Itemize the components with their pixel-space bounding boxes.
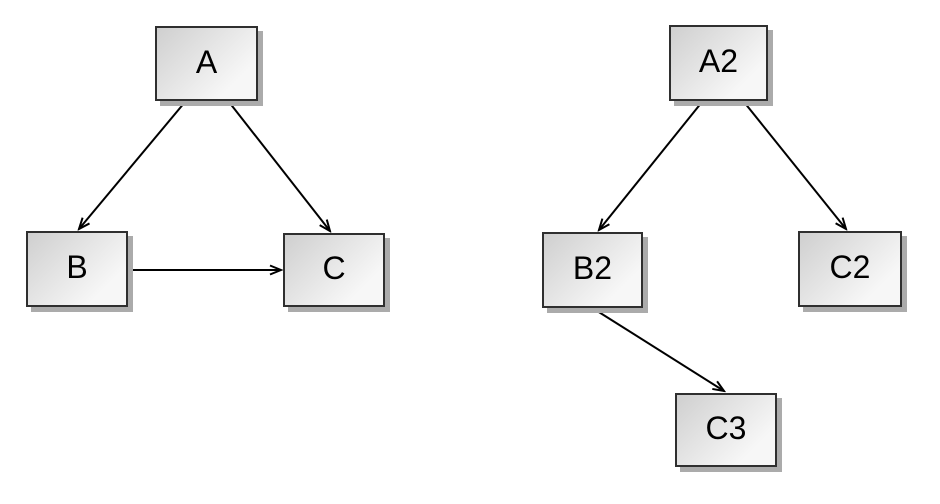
node-C[interactable]: C xyxy=(283,233,385,307)
node-label: B2 xyxy=(572,250,613,286)
node-label: C3 xyxy=(705,410,747,446)
node-B2[interactable]: B2 xyxy=(542,232,643,308)
node-A[interactable]: A xyxy=(155,26,258,101)
node-label: A xyxy=(195,43,218,80)
node-label: C xyxy=(322,250,346,286)
node-C2[interactable]: C2 xyxy=(798,231,902,307)
node-B[interactable]: B xyxy=(26,231,128,307)
node-A2[interactable]: A2 xyxy=(669,25,768,101)
node-label: C2 xyxy=(829,249,871,285)
node-label: A2 xyxy=(698,43,739,79)
node-C3[interactable]: C3 xyxy=(675,393,777,467)
node-label: B xyxy=(66,249,88,285)
